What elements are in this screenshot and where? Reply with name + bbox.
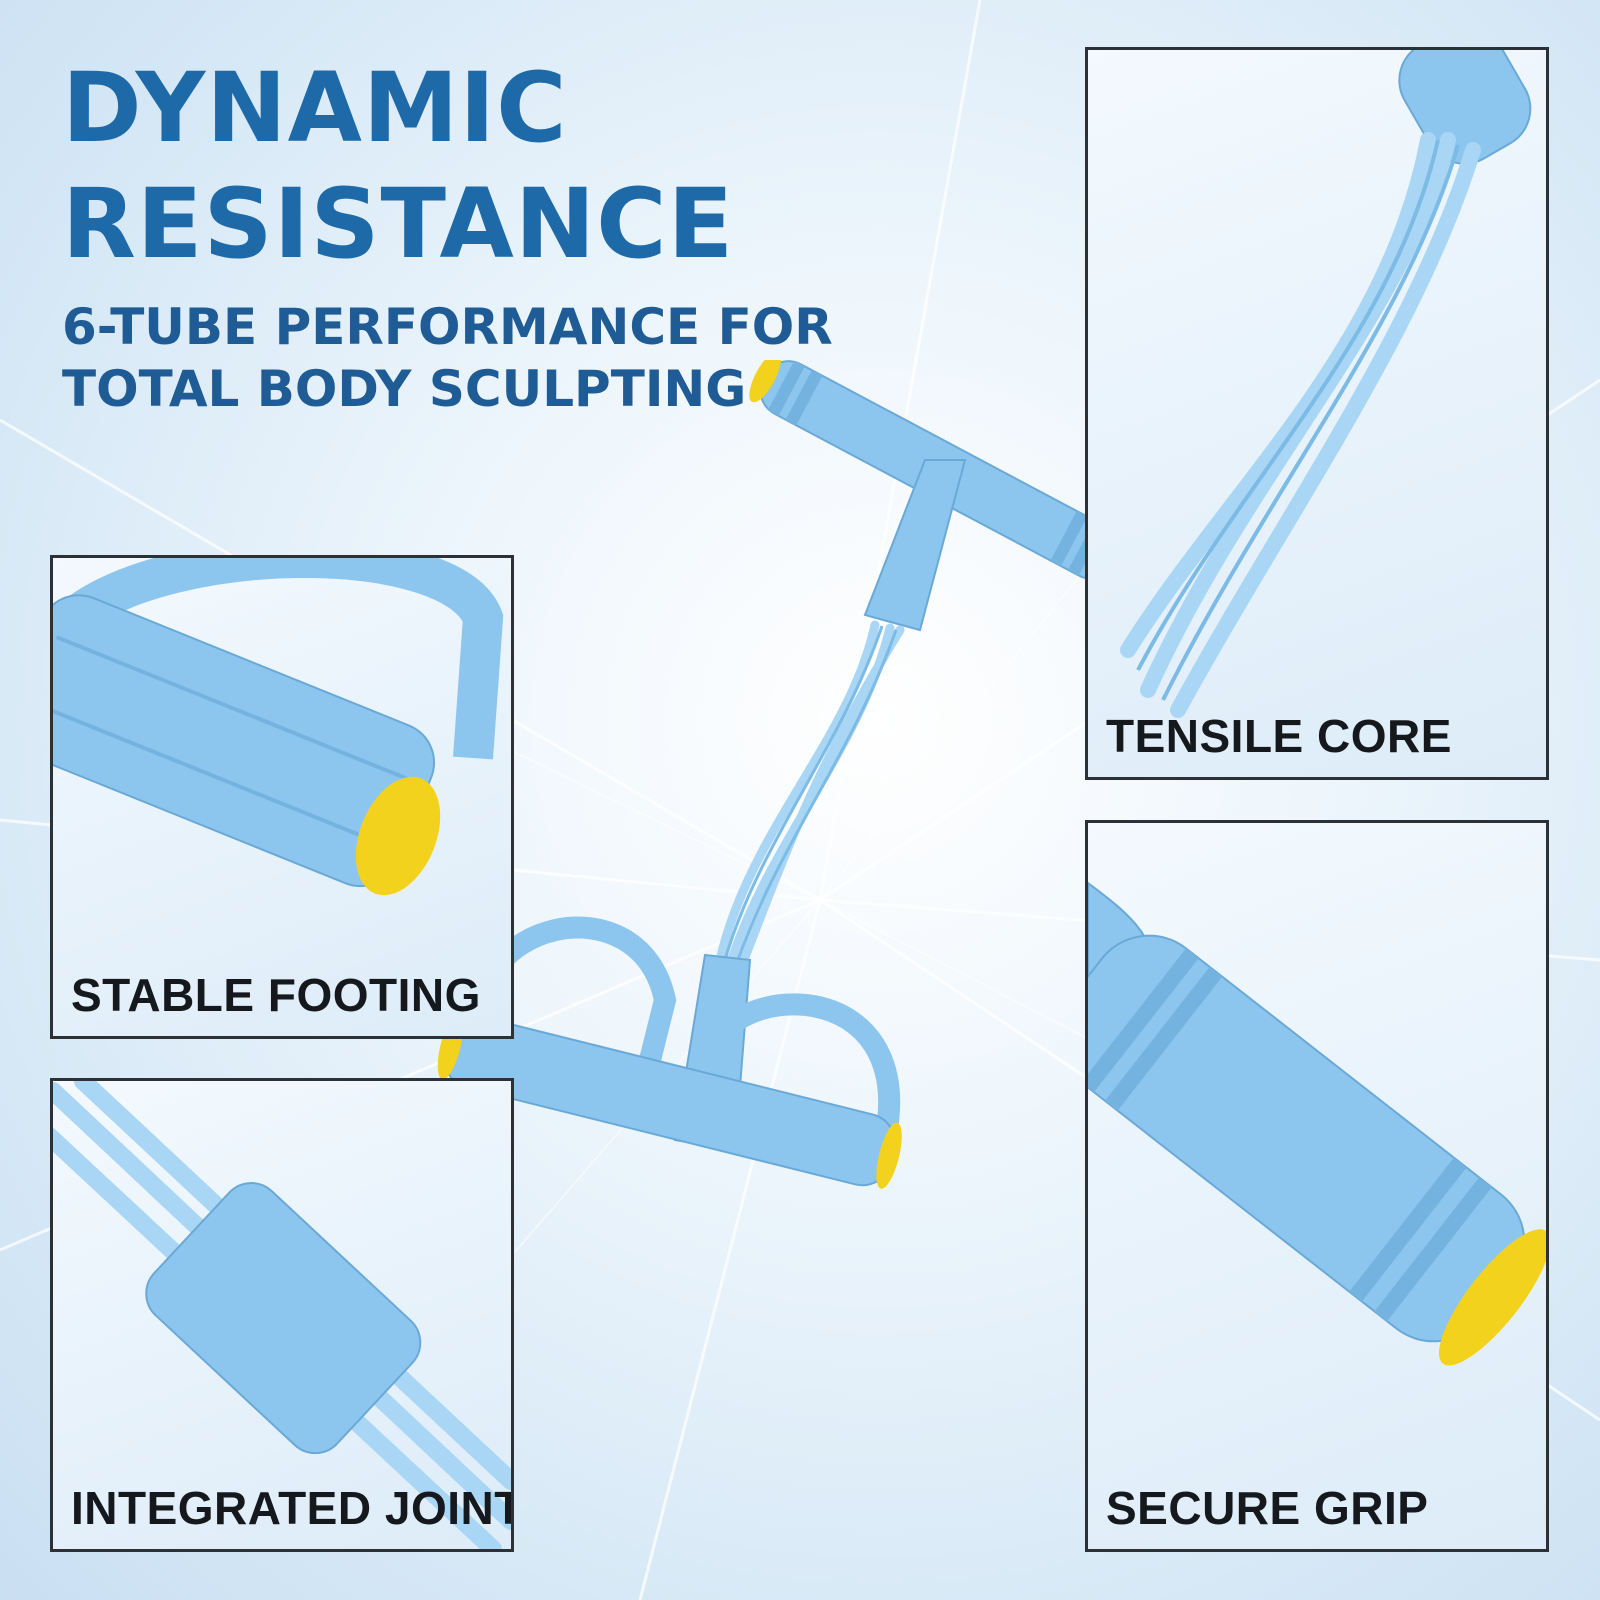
- stable-footing-panel: STABLE FOOTING: [50, 555, 514, 1039]
- secure-grip-panel: SECURE GRIP: [1085, 820, 1549, 1552]
- stable-footing-label: STABLE FOOTING: [71, 969, 481, 1021]
- headline-line-1: DYNAMIC: [62, 52, 568, 164]
- pedal-resistance-band-product: [437, 360, 1131, 1189]
- headline-line-2: RESISTANCE: [62, 168, 735, 280]
- subheadline-line-1: 6-TUBE PERFORMANCE FOR: [62, 298, 833, 356]
- secure-grip-label: SECURE GRIP: [1106, 1482, 1429, 1534]
- secure-grip-illustration: [1088, 881, 1546, 1366]
- integrated-joint-illustration: [53, 1081, 511, 1549]
- integrated-joint-label: INTEGRATED JOINT: [71, 1482, 514, 1534]
- subheadline-line-2: TOTAL BODY SCULPTING: [62, 360, 747, 418]
- tensile-core-label: TENSILE CORE: [1106, 710, 1452, 762]
- stable-footing-illustration: [53, 558, 504, 896]
- integrated-joint-panel: INTEGRATED JOINT: [50, 1078, 514, 1552]
- tensile-core-panel: TENSILE CORE: [1085, 47, 1549, 780]
- tensile-core-illustration: [1120, 50, 1532, 718]
